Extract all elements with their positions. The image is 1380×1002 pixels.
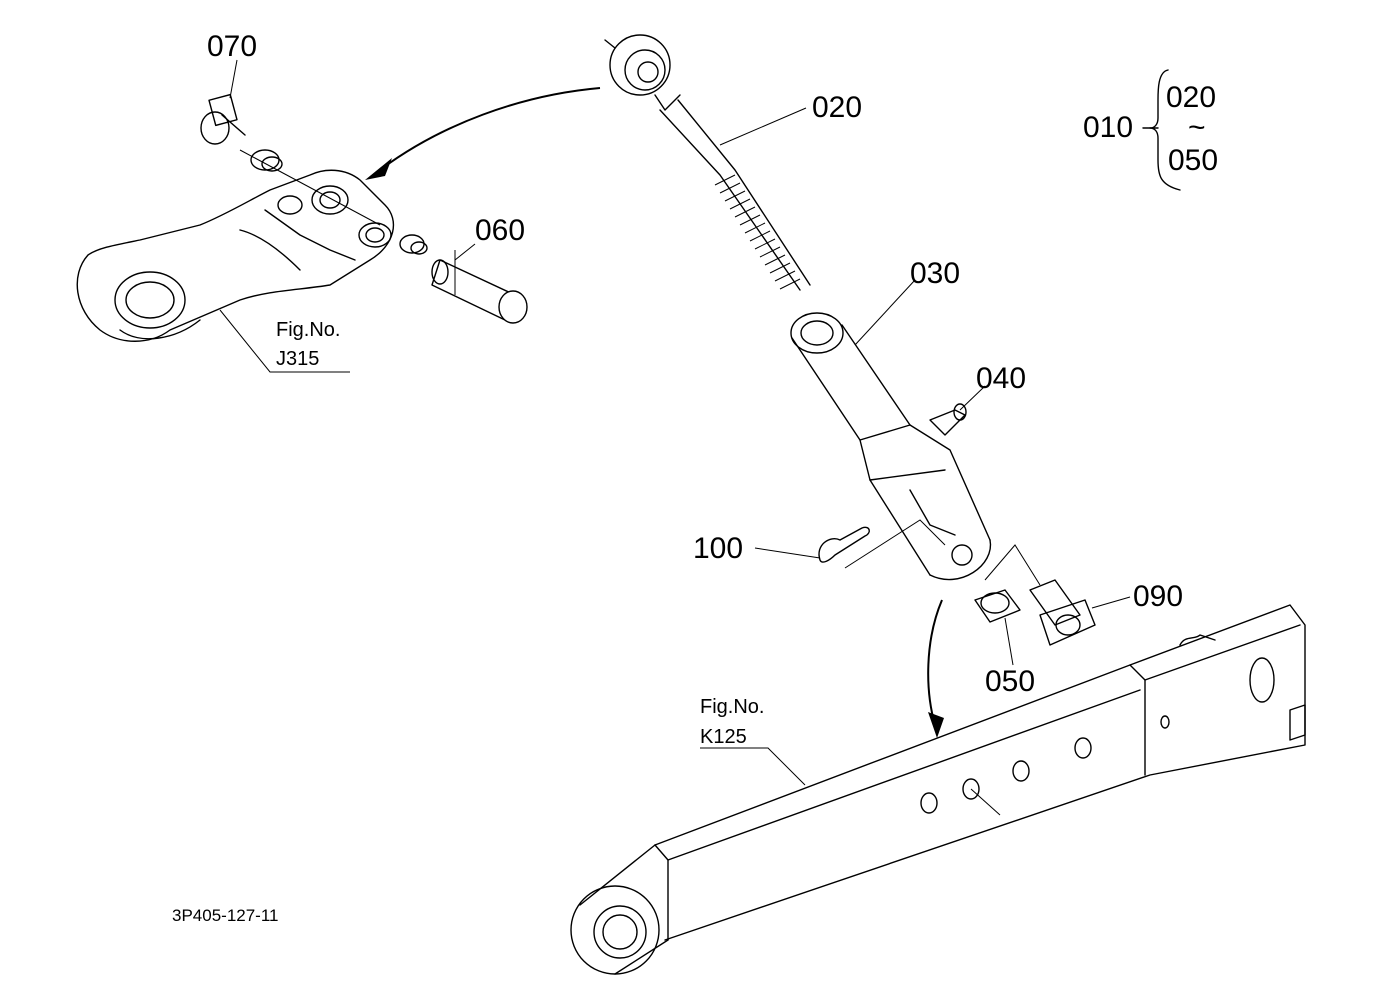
grease-nipple-040 — [929, 403, 967, 436]
assembly-range-end: 050 — [1168, 144, 1218, 177]
pin-060 — [431, 250, 528, 324]
label-090: 090 — [1133, 580, 1183, 613]
leader-lines — [229, 59, 1131, 786]
fig-number-upper[interactable]: J315 — [276, 348, 319, 370]
leader-k125 — [700, 747, 806, 786]
fig-caption-upper: Fig.No. — [276, 319, 340, 341]
drawing-code: 3P405-127-11 — [172, 906, 279, 925]
leader-020 — [719, 107, 807, 146]
upper-link-bracket — [76, 149, 428, 373]
assembly-parent-label: 010 — [1083, 111, 1133, 144]
label-030: 030 — [910, 257, 960, 290]
leader-040 — [959, 385, 986, 411]
fig-number-lower[interactable]: K125 — [700, 726, 747, 748]
leader-100 — [754, 547, 821, 559]
label-070: 070 — [207, 30, 257, 63]
assembly-arrow-lower — [927, 599, 944, 738]
assembly-range-sep: ~ — [1188, 111, 1206, 144]
assembly-arrow-upper — [365, 87, 601, 180]
adjuster-body-030 — [790, 312, 992, 581]
leader-090 — [1091, 596, 1131, 609]
label-020: 020 — [812, 91, 862, 124]
label-100: 100 — [693, 532, 743, 565]
bush-050 — [974, 589, 1021, 623]
label-040: 040 — [976, 362, 1026, 395]
label-060: 060 — [475, 214, 525, 247]
leader-030 — [854, 279, 916, 346]
leader-070 — [229, 59, 238, 99]
lynch-pin-070 — [200, 93, 246, 145]
assembly-range-start: 020 — [1166, 81, 1216, 114]
spring-pin-100 — [818, 519, 946, 569]
turnbuckle-rod-020 — [604, 34, 811, 291]
label-050: 050 — [985, 665, 1035, 698]
leader-050 — [1004, 617, 1014, 666]
assembly-bracket — [1142, 69, 1181, 191]
leader-060 — [454, 243, 476, 261]
fig-caption-lower: Fig.No. — [700, 696, 764, 718]
lower-link — [570, 604, 1306, 975]
pin-090 — [984, 544, 1096, 646]
